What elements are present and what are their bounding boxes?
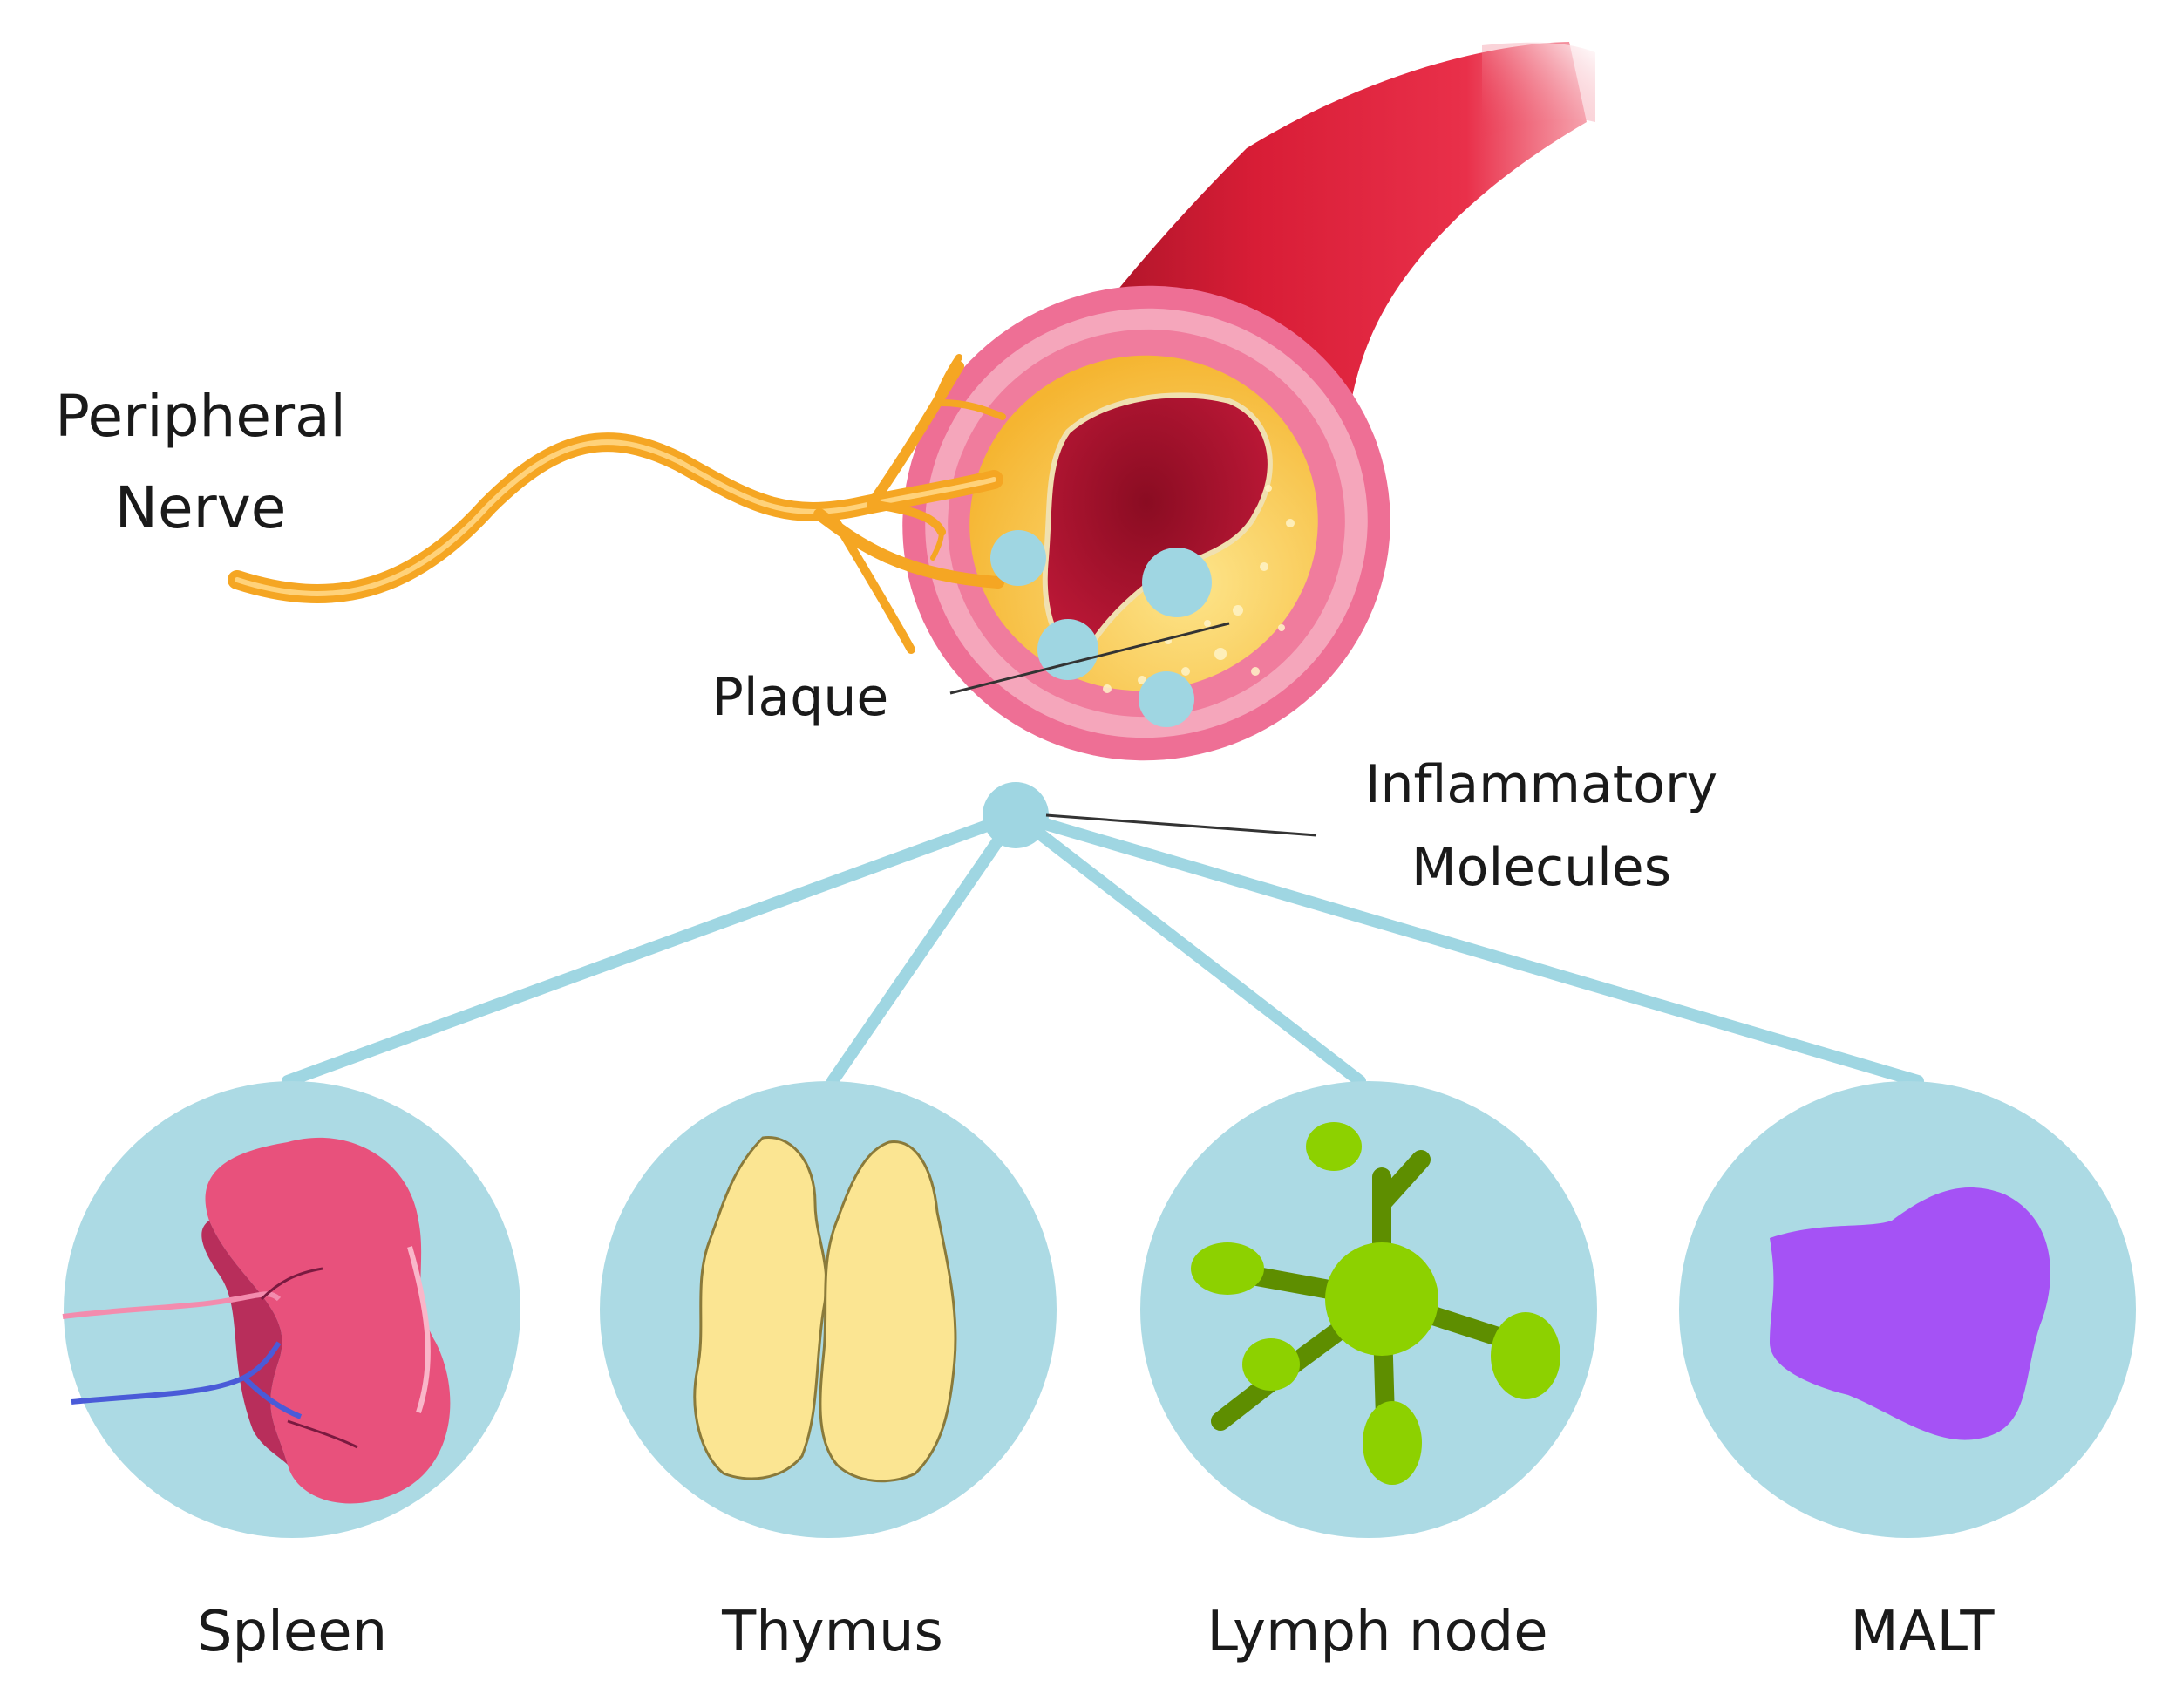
inflammatory-molecules-cluster xyxy=(990,530,1212,727)
organ-label-malt: MALT xyxy=(1851,1600,1996,1664)
molecules-label-line1: Inflammatory xyxy=(1365,754,1717,815)
malt-icon xyxy=(1770,1187,2050,1440)
peripheral-nerve xyxy=(228,354,1006,654)
nerve-label-line2: Nerve xyxy=(115,474,287,541)
plaque-pointer xyxy=(949,622,1230,695)
spleen-icon xyxy=(62,1137,451,1504)
molecules-pointer xyxy=(1045,813,1317,837)
organ-label-lymph-node: Lymph node xyxy=(1207,1600,1547,1664)
branch-lines xyxy=(282,809,1924,1087)
organ-label-thymus: Thymus xyxy=(721,1600,943,1664)
lymph-node-icon xyxy=(1191,1122,1560,1485)
nerve-label-line1: Peripheral xyxy=(55,383,346,450)
source-molecule xyxy=(983,782,1049,848)
plaque-label: Plaque xyxy=(712,667,889,728)
organ-label-spleen: Spleen xyxy=(197,1600,387,1664)
molecules-label-line2: Molecules xyxy=(1411,837,1671,898)
artery xyxy=(902,42,1595,761)
thymus-icon xyxy=(693,1135,957,1483)
